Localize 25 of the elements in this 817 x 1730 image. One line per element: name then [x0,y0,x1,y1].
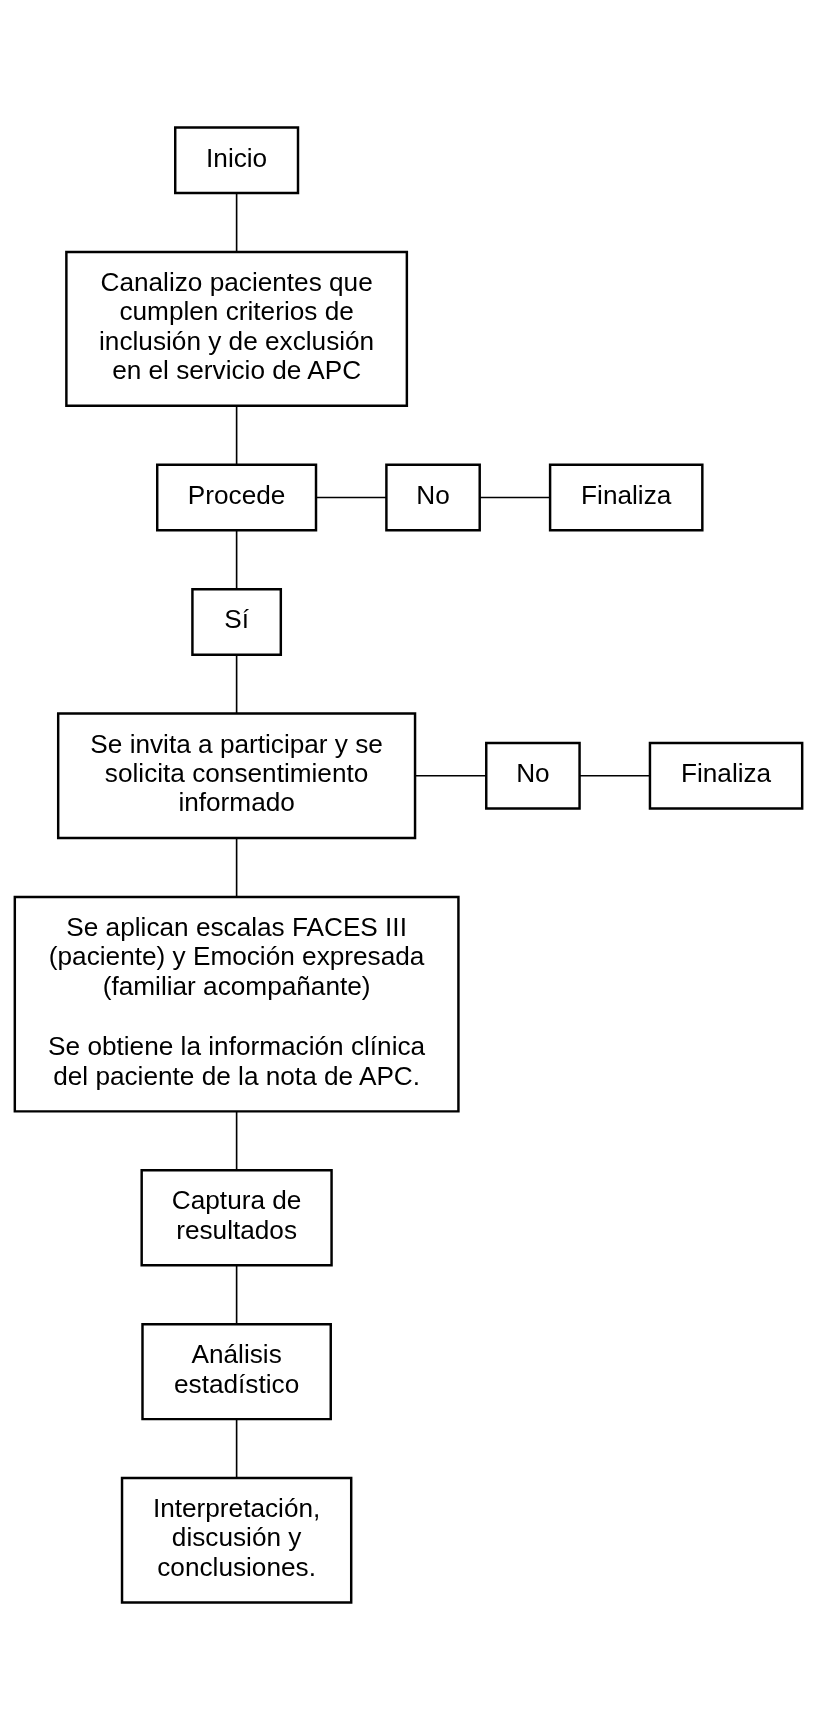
connector [578,774,651,777]
node-box: Canalizo pacientes que cumplen criterios de inclusión y de exclusión en el servicio de APC [65,250,409,408]
node-box: Finaliza [648,741,804,810]
connector [414,774,487,777]
connector [235,193,238,253]
connector [235,653,238,714]
node-box: No [385,463,481,532]
node-box: Procede [156,463,318,532]
connector [235,1418,238,1479]
connector [235,837,238,898]
node-box: Sí [191,587,283,656]
node-box: No [485,741,581,810]
node-box: Inicio [174,126,300,195]
connector [235,405,238,465]
node-box: Interpretación, discusión y conclusiones. [120,1476,353,1604]
connector [315,496,387,499]
node-box: Análisis estadístico [141,1322,332,1421]
node-box: Se aplican escalas FACES III (paciente) y Emoción expresada (familiar acompañante) Se obtiene la información clínica del paciente de la nota de APC. [13,895,460,1113]
connector [479,496,551,499]
connector [235,1110,238,1172]
node-box: Captura de resultados [140,1169,333,1267]
connector [235,529,238,590]
connector [235,1264,238,1325]
node-box: Se invita a participar y se solicita consentimiento informado [56,712,417,840]
node-box: Finaliza [548,463,704,532]
